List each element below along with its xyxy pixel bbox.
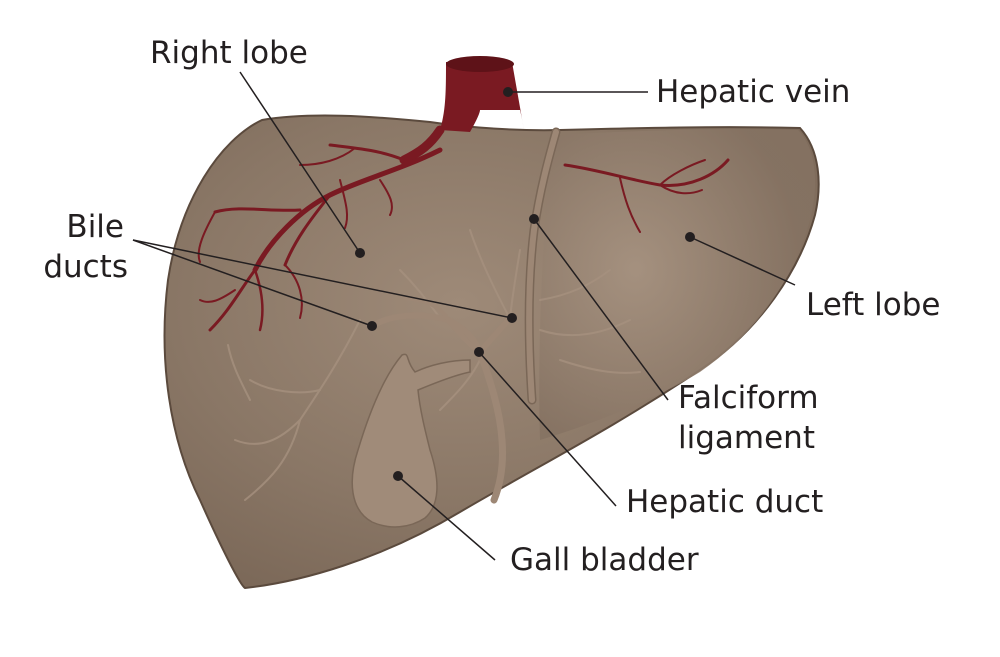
label-bile-ducts-line1: Bile <box>66 209 124 245</box>
faint-vessels <box>227 229 641 501</box>
left-lobe-region <box>539 129 815 441</box>
gall-bladder <box>351 353 471 528</box>
label-falciform-line1: Falciform <box>678 380 819 416</box>
falciform-ligament <box>524 127 561 405</box>
hepatic-vein <box>399 56 524 165</box>
label-right-lobe: Right lobe <box>150 35 308 71</box>
bile-ducts <box>369 296 513 504</box>
label-hepatic-vein: Hepatic vein <box>656 74 851 110</box>
label-left-lobe: Left lobe <box>806 287 941 323</box>
label-gall-bladder: Gall bladder <box>510 542 699 578</box>
label-falciform-line2: ligament <box>678 420 815 456</box>
leader-lines <box>132 71 796 561</box>
leader-dots <box>355 87 695 481</box>
label-bile-ducts-line2: ducts <box>43 249 128 285</box>
vein-branches <box>197 143 730 332</box>
label-hepatic-duct: Hepatic duct <box>626 484 824 520</box>
